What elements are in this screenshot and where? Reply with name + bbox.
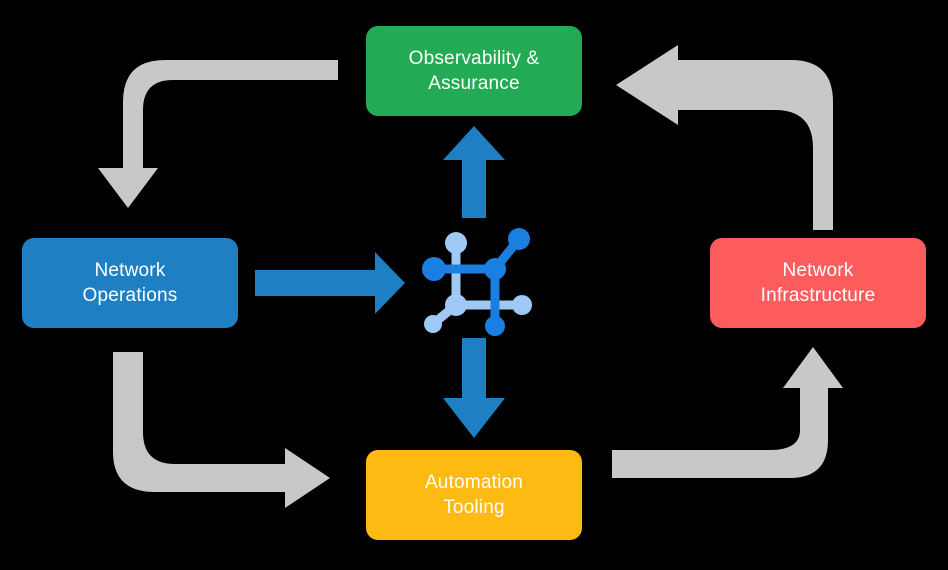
node-automation-tooling-label: Automation Tooling [424, 471, 524, 518]
node-network-infrastructure-label: Network Infrastructure [760, 259, 876, 306]
arrow-down-icon [443, 338, 505, 438]
node-network-infrastructure[interactable]: Network Infrastructure [710, 238, 926, 328]
elbow-arrow-down-right-icon [113, 352, 330, 508]
arrow-right-icon [255, 252, 405, 314]
elbow-arrow-up-left-icon [616, 45, 833, 230]
elbow-arrow-up-right-icon [612, 347, 843, 478]
node-observability-assurance-label: Observability & Assurance [408, 47, 540, 94]
node-network-operations[interactable]: Network Operations [22, 238, 238, 328]
node-network-operations-label: Network Operations [82, 259, 178, 306]
node-observability-assurance[interactable]: Observability & Assurance [366, 26, 582, 116]
node-automation-tooling[interactable]: Automation Tooling [366, 450, 582, 540]
elbow-arrow-down-left-icon [98, 60, 338, 208]
arrow-up-icon [443, 126, 505, 218]
